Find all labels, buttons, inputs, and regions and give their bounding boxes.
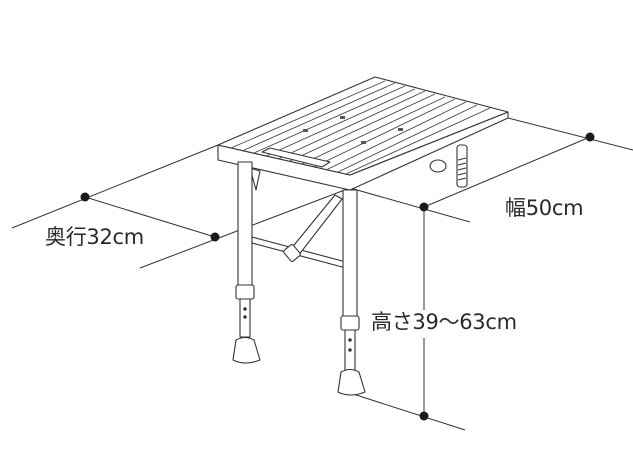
seat-holes	[303, 116, 403, 144]
front-left-leg-upper	[237, 161, 253, 288]
handle-slot	[261, 147, 331, 168]
chair-illustration	[217, 76, 509, 396]
width-measure-line	[423, 136, 591, 208]
seat-slats	[230, 80, 491, 175]
depth-measure-line	[84, 196, 216, 238]
width-dot-left	[419, 202, 429, 212]
front-right-leg-collar	[340, 315, 360, 331]
dimension-lines	[11, 117, 633, 431]
depth-dot-back	[80, 192, 90, 202]
front-right-foot	[337, 368, 366, 396]
depth-label: 奥行32cm	[44, 225, 145, 249]
depth-extension-line-back	[11, 144, 219, 229]
depth-dot-front	[210, 232, 220, 242]
width-dot-right	[585, 132, 595, 142]
diagonal-brace	[289, 194, 343, 257]
front-left-foot	[232, 336, 261, 364]
front-left-leg-collar	[235, 284, 255, 300]
width-label: 幅50cm	[504, 196, 585, 220]
height-adjust-knob	[429, 159, 447, 173]
height-dot-ground	[419, 411, 429, 421]
back-right-leg	[456, 144, 468, 188]
front-right-leg-upper	[342, 189, 358, 319]
brace-clamp	[283, 244, 301, 262]
width-extension-line-right	[507, 117, 633, 151]
width-extension-line-left	[349, 187, 471, 223]
dimension-dots	[80, 132, 595, 421]
height-ground-line	[349, 392, 466, 431]
height-label: 高さ39〜63cm	[370, 310, 518, 334]
